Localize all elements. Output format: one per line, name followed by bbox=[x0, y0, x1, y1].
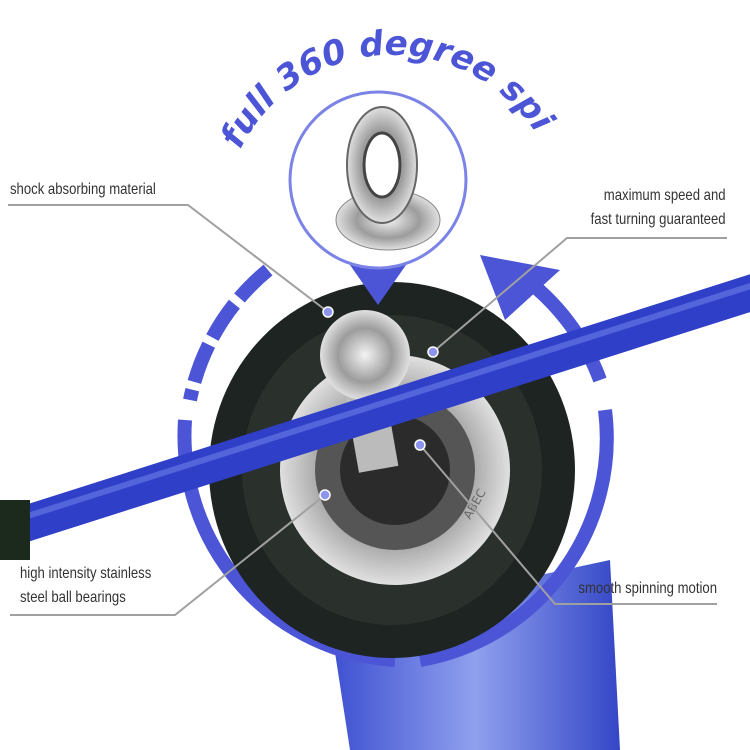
arrow-head-icon bbox=[480, 255, 560, 320]
callout-line: fast turning guaranteed bbox=[591, 211, 726, 228]
callout-smooth-spin: smooth spinning motion bbox=[578, 577, 717, 601]
callout-ball-bearings: high intensity stainless steel ball beari… bbox=[20, 562, 151, 610]
callout-line: smooth spinning motion bbox=[578, 580, 717, 597]
callout-line: steel ball bearings bbox=[20, 589, 126, 606]
title-text: full 360 degree spin bbox=[0, 0, 562, 154]
swivel-head bbox=[320, 310, 410, 400]
callout-line: maximum speed and bbox=[604, 187, 726, 204]
callout-line: high intensity stainless bbox=[20, 565, 152, 582]
callout-max-speed: maximum speed and fast turning guaranteed bbox=[591, 184, 726, 232]
leader-lines bbox=[8, 204, 727, 616]
callout-shock-absorbing: shock absorbing material bbox=[10, 178, 156, 202]
callout-dots bbox=[319, 306, 439, 501]
rope-end-cap bbox=[0, 500, 30, 560]
rope-cable bbox=[0, 274, 750, 551]
pointer-triangle bbox=[350, 265, 406, 305]
callout-line: shock absorbing material bbox=[10, 181, 156, 198]
